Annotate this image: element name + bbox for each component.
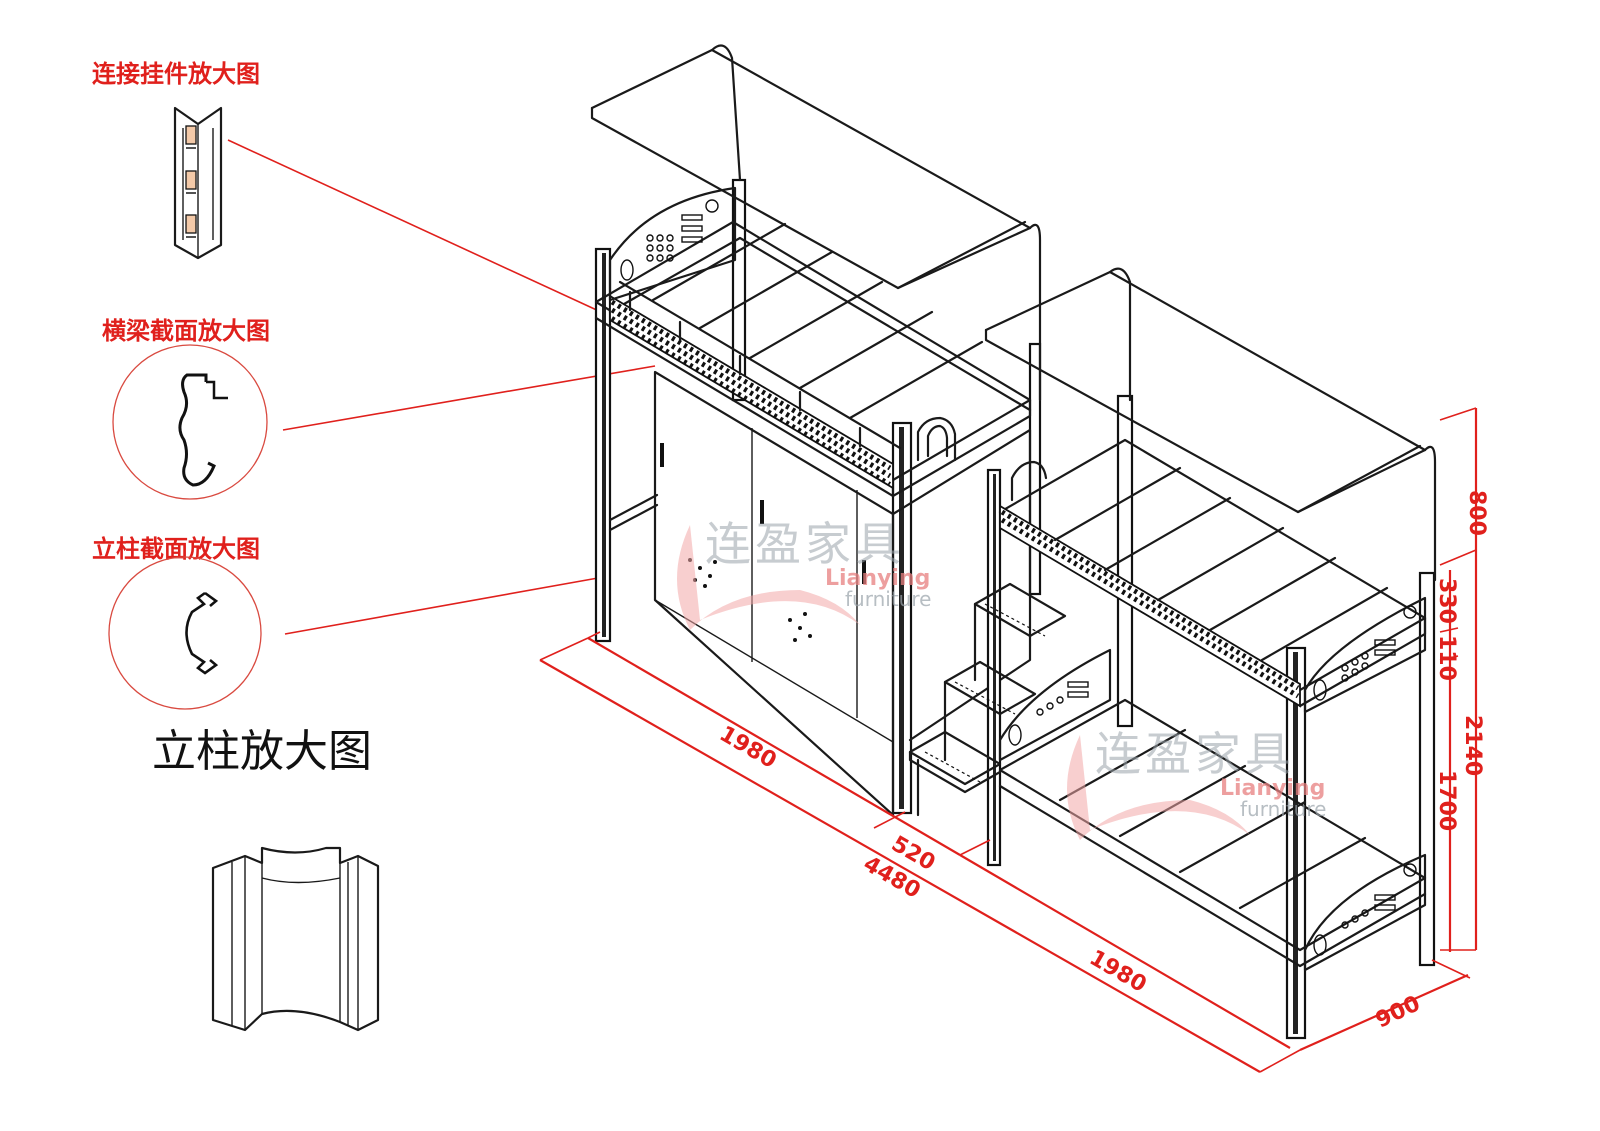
dimension-lines bbox=[539, 407, 1478, 1073]
watermark-lower: 连盈家具 Lianying furniture bbox=[1067, 727, 1326, 840]
svg-text:Lianying: Lianying bbox=[825, 566, 930, 591]
svg-text:furniture: furniture bbox=[845, 587, 931, 611]
svg-text:连盈家具: 连盈家具 bbox=[705, 517, 905, 571]
post-enlarged-title: 立柱放大图 bbox=[152, 726, 372, 777]
svg-text:1700: 1700 bbox=[1434, 770, 1459, 831]
svg-text:110: 110 bbox=[1434, 635, 1459, 681]
svg-text:Lianying: Lianying bbox=[1220, 776, 1325, 801]
leader-lines bbox=[227, 139, 656, 635]
beam-section-detail bbox=[112, 344, 268, 500]
svg-text:900: 900 bbox=[1372, 991, 1424, 1033]
bunk-bed-right bbox=[908, 240, 1437, 1040]
watermark-upper: 连盈家具 Lianying furniture bbox=[677, 517, 931, 630]
loft-bed-left bbox=[590, 44, 1042, 817]
connector-callout-title: 连接挂件放大图 bbox=[92, 59, 260, 88]
post-section-callout-title: 立柱截面放大图 bbox=[92, 534, 260, 563]
post-enlarged-detail bbox=[211, 846, 380, 1032]
connector-detail bbox=[173, 106, 223, 260]
svg-text:连盈家具: 连盈家具 bbox=[1095, 727, 1295, 781]
beam-callout-title: 横梁截面放大图 bbox=[102, 316, 270, 345]
svg-text:330: 330 bbox=[1434, 578, 1459, 624]
post-section-detail bbox=[108, 556, 262, 710]
svg-text:800: 800 bbox=[1464, 490, 1489, 536]
svg-text:furniture: furniture bbox=[1240, 797, 1326, 821]
svg-text:2140: 2140 bbox=[1460, 715, 1485, 776]
